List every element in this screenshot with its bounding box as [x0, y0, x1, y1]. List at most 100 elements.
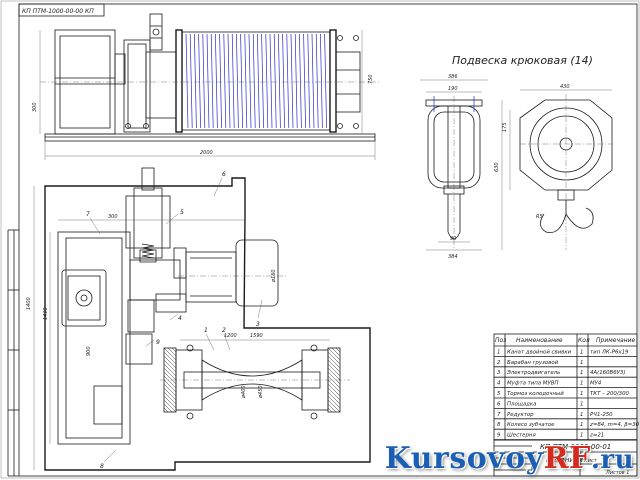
stamp-title: Механизм	[546, 456, 584, 464]
hatch-line	[163, 347, 177, 361]
rope-turn	[210, 33, 214, 129]
row-name: Колесо зубчатое	[507, 422, 555, 428]
rope-turn	[269, 33, 273, 129]
hatch-line	[327, 387, 341, 401]
row-qty: 1	[580, 381, 583, 387]
hook-block-title: Подвеска крюковая (14)	[452, 54, 593, 67]
leader-6: 6	[222, 171, 226, 178]
binding-strip	[7, 229, 19, 477]
hook-dim-386: 386	[448, 74, 458, 80]
hook-dim-190: 190	[448, 86, 458, 92]
row-qty: 1	[580, 349, 583, 355]
top-view-length-dim: 2000	[200, 150, 213, 156]
hatch-line	[163, 355, 177, 369]
rope-turn	[240, 33, 243, 129]
row-qty: 1	[580, 401, 583, 407]
watermark-logo: KursovoyRF.ru	[384, 441, 634, 476]
row-note: ТКТ – 200/300	[590, 391, 629, 397]
hatch-line	[331, 347, 341, 357]
hatch-line	[327, 351, 341, 365]
rope-turn	[219, 33, 222, 129]
hatch-line	[327, 391, 341, 405]
row-pos: 7	[497, 412, 501, 418]
table-header-note: Примечание	[596, 337, 635, 344]
hatch-line	[327, 347, 341, 361]
rope-turn	[303, 33, 306, 129]
row-name: Канат двойной свивки	[507, 349, 572, 355]
hatch-line	[327, 355, 341, 369]
row-pos: 3	[497, 370, 501, 376]
plan-dim-1410: 1410	[43, 307, 49, 320]
rope-turn	[252, 33, 256, 129]
hatch-line	[327, 371, 341, 385]
row-note: МУ4	[590, 381, 602, 387]
row-qty: 1	[580, 422, 583, 428]
rope-turn	[282, 33, 285, 129]
hatch-line	[335, 347, 341, 353]
row-qty: 1	[580, 412, 583, 418]
stamp-sheets-label: Листов 1	[605, 470, 629, 476]
rope-turn	[290, 33, 294, 129]
hatch-line	[167, 347, 177, 357]
hatch-line	[163, 363, 177, 377]
rope-turn	[286, 33, 290, 129]
row-note: тип ЛК-Р6х19	[590, 349, 629, 355]
row-pos: 9	[497, 433, 501, 439]
rope-turn	[215, 33, 218, 129]
leader-1: 1	[204, 327, 208, 334]
top-view-height-dim: 750	[368, 74, 374, 84]
row-qty: 1	[580, 360, 583, 366]
row-name: Редуктор	[507, 412, 534, 418]
rope-turn	[261, 33, 264, 129]
row-pos: 4	[497, 381, 501, 387]
row-name: Электродвигатель	[506, 370, 560, 376]
hook-dim-90: 90	[450, 236, 456, 242]
rope-turn	[294, 33, 298, 129]
rope-turn	[265, 33, 269, 129]
rope-turn	[278, 33, 281, 129]
hook-dim-630: 630	[494, 162, 500, 172]
hatch-line	[327, 383, 341, 397]
row-note: z=84, m=4, β=30	[589, 422, 640, 428]
row-note: z=21	[589, 433, 604, 439]
row-name: Шестерня	[507, 433, 536, 439]
rope-turn	[198, 33, 201, 129]
table-header-pos: Поз	[495, 337, 506, 344]
leader-7: 7	[86, 211, 90, 218]
row-note: 4А(160В6У3)	[590, 370, 625, 376]
drum-rope-winding	[185, 33, 327, 129]
hatch-line	[163, 379, 177, 393]
rope-turn	[189, 33, 193, 129]
doc-code-box: КП ПТМ-1000-00-00 КП	[18, 3, 105, 17]
stamp-doc-code: КП ПТМ-1000-00-01	[540, 443, 611, 451]
hook-front-view: 430 630 175 R5	[494, 84, 613, 250]
rope-turn	[248, 33, 252, 129]
hatch-line	[163, 359, 177, 373]
hatch-line	[327, 375, 341, 389]
rope-turn	[194, 33, 197, 129]
hook-block-views: Подвеска крюковая (14) 386 190 90 384	[420, 54, 613, 260]
plan-dim-1590: 1590	[250, 333, 263, 339]
leader-3: 3	[256, 321, 260, 328]
plan-dim-1200: 1200	[224, 333, 237, 339]
hook-side-view: 386 190 90 384	[420, 74, 488, 260]
rope-turn	[320, 33, 323, 129]
hatch-line	[327, 395, 341, 409]
hatch-line	[163, 375, 177, 389]
hatch-line	[327, 379, 341, 393]
rope-turn	[315, 33, 319, 129]
row-name: Тормоз колодочный	[507, 391, 564, 397]
row-pos: 8	[497, 422, 501, 428]
plan-dim-1400: 1400	[26, 297, 32, 310]
row-name: Площадка	[507, 401, 536, 407]
row-pos: 1	[497, 349, 500, 355]
hatch-line	[163, 399, 177, 413]
hook-dim-430: 430	[560, 84, 570, 90]
row-note: РЧ1-250	[590, 412, 613, 418]
rope-turn	[299, 33, 302, 129]
row-qty: 1	[580, 370, 583, 376]
rope-turn	[227, 33, 231, 129]
plan-dim-d160: ø160	[271, 269, 277, 283]
